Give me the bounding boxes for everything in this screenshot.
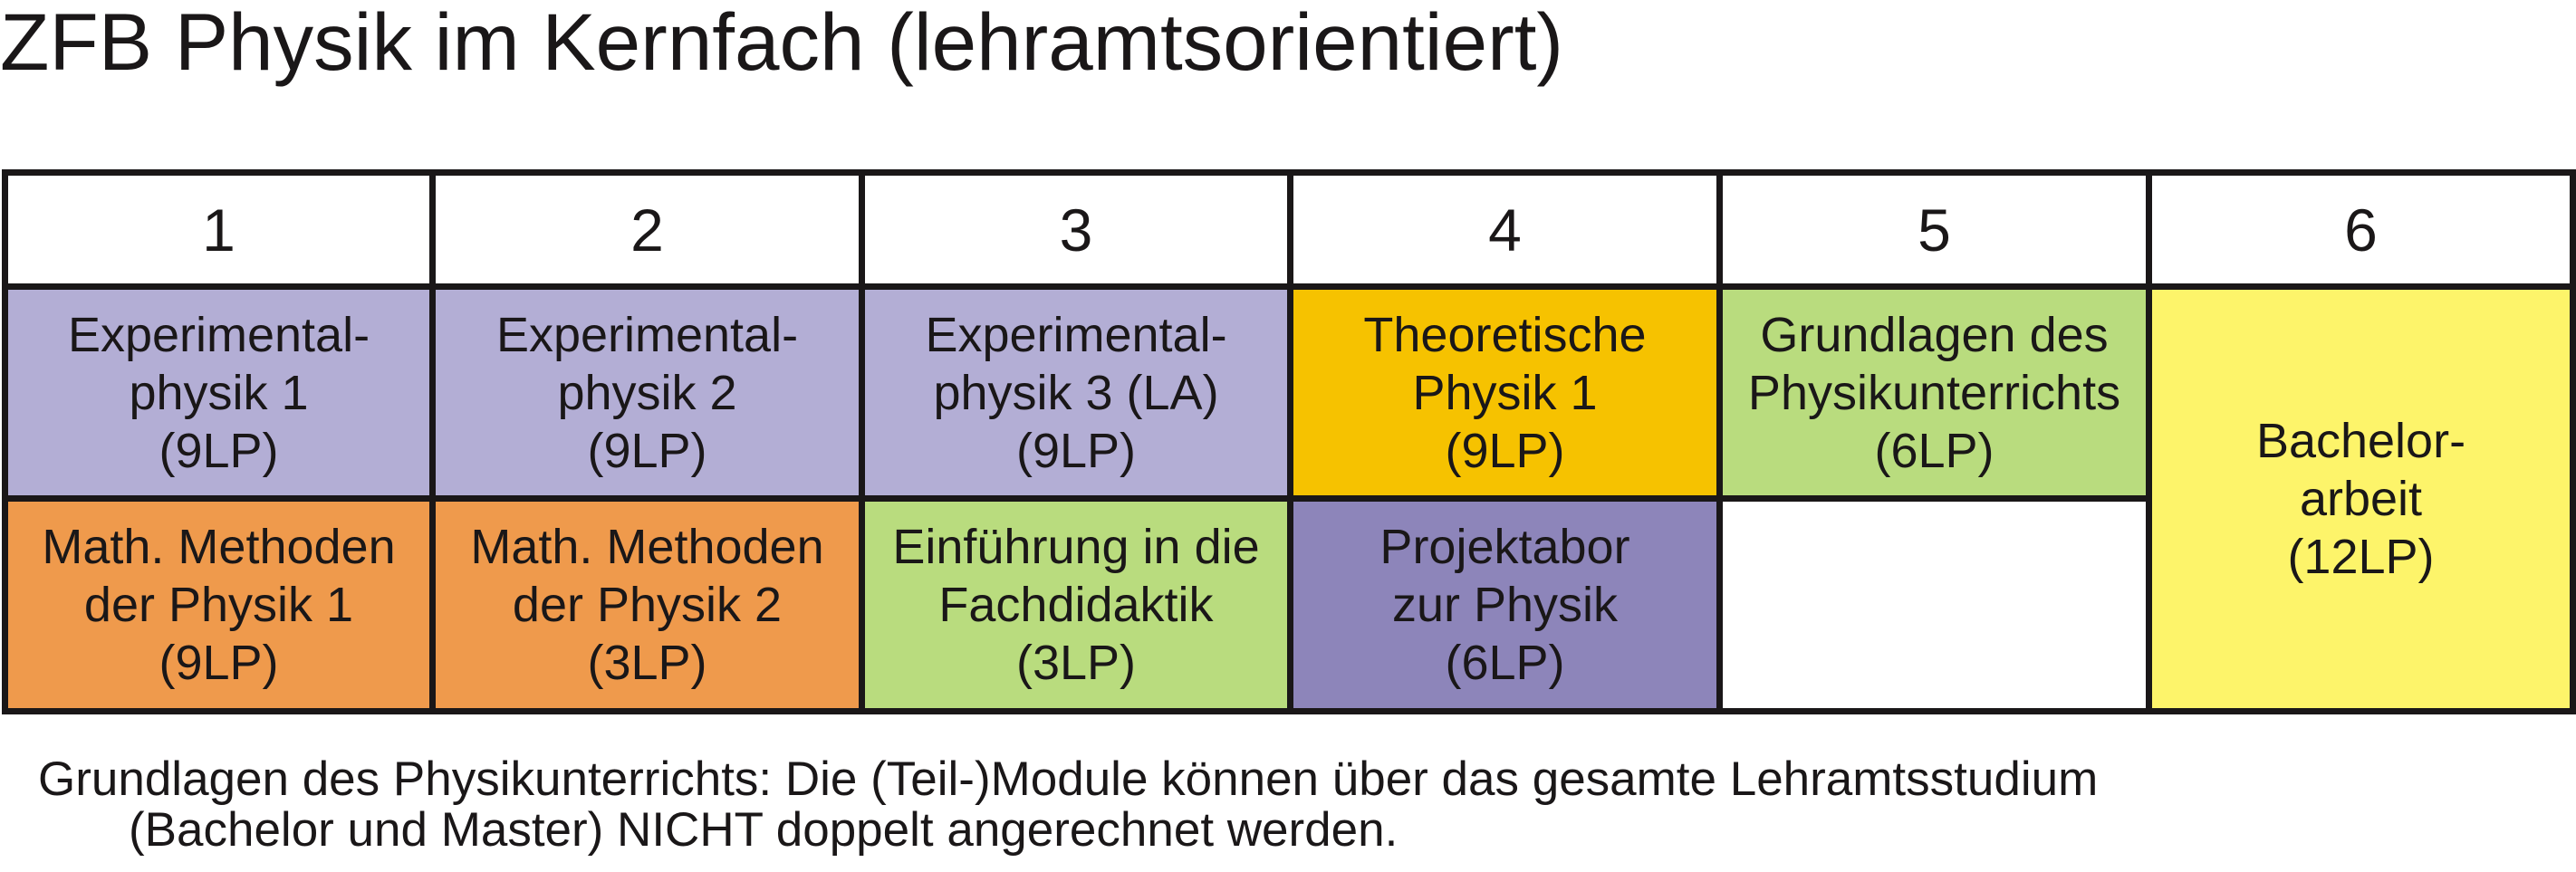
semester-header-4: 4 bbox=[1287, 169, 1723, 290]
module-title: Experimental- physik 2 bbox=[495, 307, 799, 420]
module-title: Projektabor zur Physik bbox=[1379, 520, 1630, 632]
module-einfuehrung: Einführung in die Fachdidaktik(3LP) bbox=[859, 495, 1293, 714]
module-title: Experimental- physik 1 bbox=[67, 307, 370, 420]
module-credits: (6LP) bbox=[1874, 423, 1994, 478]
module-title: Math. Methoden der Physik 2 bbox=[470, 520, 824, 632]
empty-cell bbox=[1716, 495, 2152, 714]
module-title: Grundlagen des Physikunterrichts bbox=[1747, 307, 2121, 420]
footnote: Grundlagen des Physikunterrichts: Die (T… bbox=[38, 754, 2098, 856]
module-title: Theoretische Physik 1 bbox=[1363, 307, 1647, 420]
module-title: Experimental- physik 3 (LA) bbox=[925, 307, 1227, 420]
module-grundlagen: Grundlagen des Physikunterrichts(6LP) bbox=[1716, 283, 2152, 502]
module-exphys2: Experimental- physik 2(9LP) bbox=[429, 283, 865, 502]
semester-header-1: 1 bbox=[2, 169, 436, 290]
semester-header-6: 6 bbox=[2146, 169, 2576, 290]
module-credits: (9LP) bbox=[159, 636, 279, 690]
module-credits: (12LP) bbox=[2287, 530, 2435, 584]
footnote-line-1: Grundlagen des Physikunterrichts: Die (T… bbox=[38, 752, 2099, 806]
page-title: ZFB Physik im Kernfach (lehramtsorientie… bbox=[0, 0, 1564, 87]
module-title: Einführung in die Fachdidaktik bbox=[892, 520, 1260, 632]
module-credits: (9LP) bbox=[1445, 423, 1565, 478]
semester-header-2: 2 bbox=[429, 169, 865, 290]
module-credits: (3LP) bbox=[587, 636, 707, 690]
module-title: Bachelor- arbeit bbox=[2255, 414, 2466, 526]
semester-header-5: 5 bbox=[1716, 169, 2152, 290]
module-math2: Math. Methoden der Physik 2(3LP) bbox=[429, 495, 865, 714]
module-math1: Math. Methoden der Physik 1(9LP) bbox=[2, 495, 436, 714]
module-title: Math. Methoden der Physik 1 bbox=[42, 520, 396, 632]
module-exphys3: Experimental- physik 3 (LA)(9LP) bbox=[859, 283, 1293, 502]
module-credits: (9LP) bbox=[587, 423, 707, 478]
module-projektlabor: Projektabor zur Physik(6LP) bbox=[1287, 495, 1723, 714]
module-exphys1: Experimental- physik 1(9LP) bbox=[2, 283, 436, 502]
module-bachelor: Bachelor- arbeit(12LP) bbox=[2146, 283, 2576, 714]
module-theophys1: Theoretische Physik 1(9LP) bbox=[1287, 283, 1723, 502]
footnote-line-2: (Bachelor und Master) NICHT doppelt ange… bbox=[129, 803, 1399, 857]
module-credits: (3LP) bbox=[1015, 636, 1137, 690]
module-credits: (9LP) bbox=[159, 423, 279, 478]
semester-header-3: 3 bbox=[859, 169, 1293, 290]
module-credits: (6LP) bbox=[1445, 636, 1565, 690]
module-credits: (9LP) bbox=[1015, 423, 1137, 478]
